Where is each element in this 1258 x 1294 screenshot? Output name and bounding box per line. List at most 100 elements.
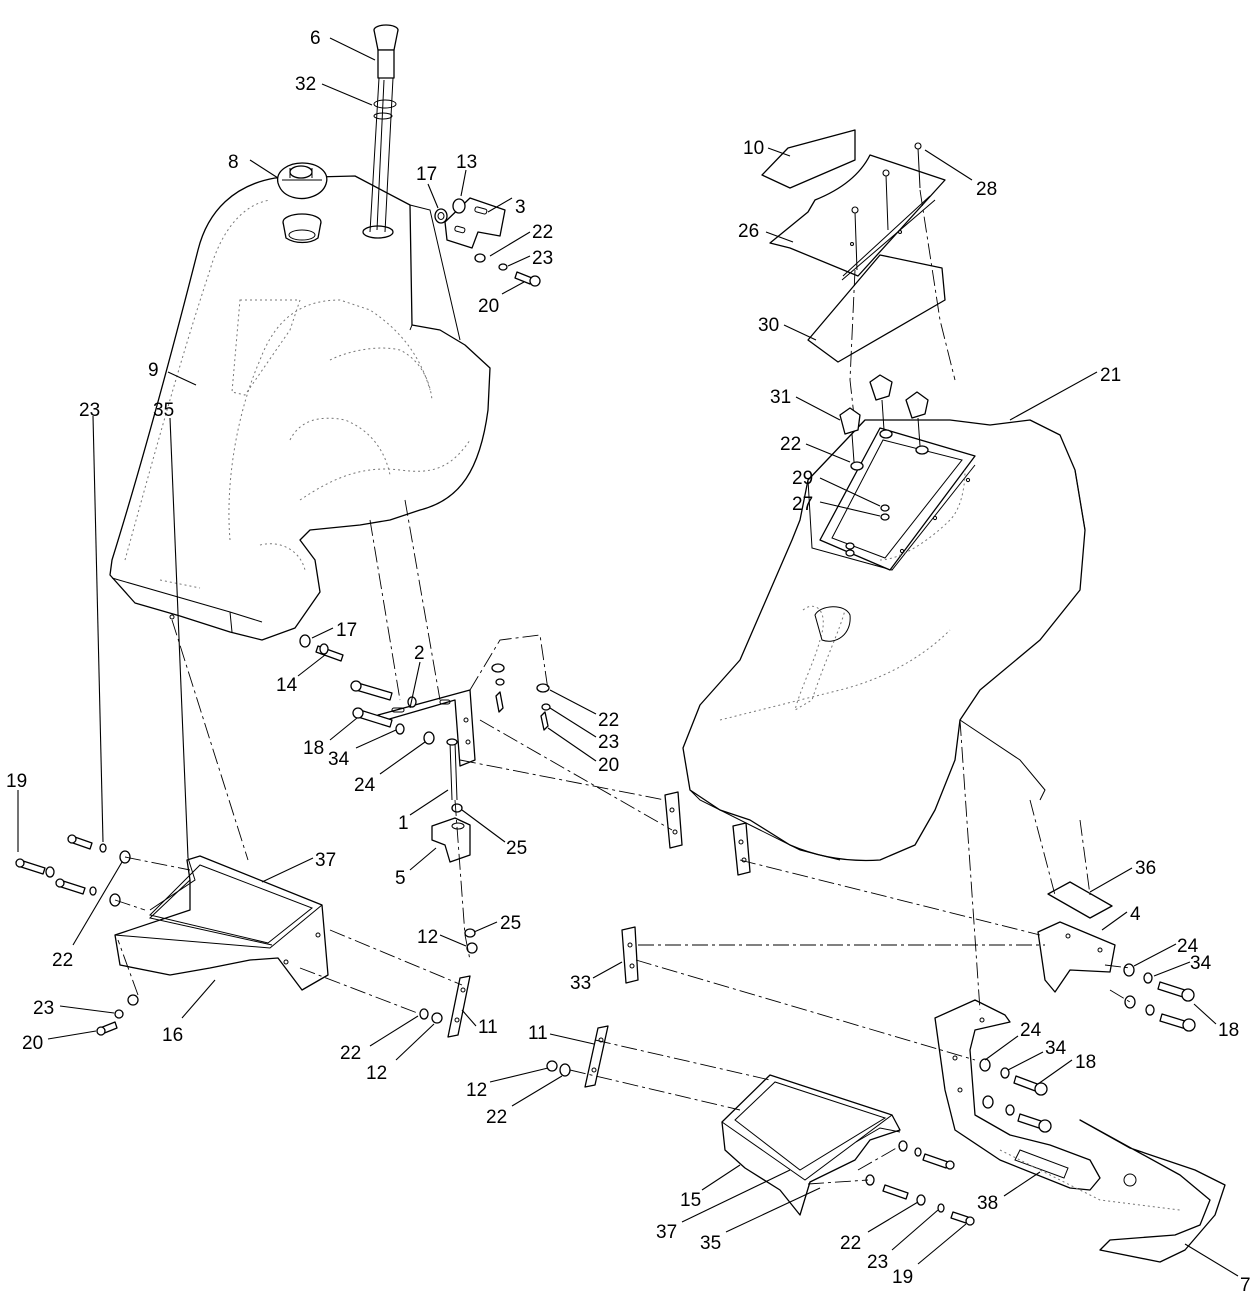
pivot-block: [431, 817, 471, 863]
leader-line-fuel-cap: [249, 159, 279, 179]
callout-washer-lower: 22: [486, 1107, 507, 1128]
callout-plate-right: 36: [1135, 858, 1156, 879]
leader-line-fuel-gauge-tube: [321, 83, 373, 106]
leader-line-washer-console: [805, 443, 851, 463]
callout-nut-lower: 12: [466, 1080, 487, 1101]
leader-line-bolt-pivot: [409, 789, 449, 816]
washer-left-lower: [127, 994, 139, 1006]
lockwasher-top: [498, 263, 508, 271]
leader-line-dipstick-cap: [329, 37, 376, 61]
leader-line-nut-pivot: [439, 934, 467, 947]
dipstick-cap: [373, 24, 399, 79]
filler-neck: [282, 213, 394, 244]
callout-lockwasher-right: 34: [1190, 953, 1212, 974]
washer-left-strip: [419, 1008, 429, 1020]
leader-line-fitting-lower: [297, 654, 326, 677]
callout-washer-pivot-lower: 25: [500, 913, 521, 934]
callout-pivot-block: 5: [395, 868, 406, 889]
leader-line-lockwasher-left-lower: [59, 1005, 115, 1014]
callout-shield-right: 35: [700, 1233, 721, 1254]
callout-seal-strip: 30: [758, 315, 779, 336]
leader-line-bolt-right: [1193, 1003, 1217, 1025]
panel-right: [734, 1081, 887, 1171]
leader-line-decal-plate: [767, 147, 791, 157]
callout-strip-lower-mid: 33: [570, 973, 591, 994]
callout-washer-side-panel: 24: [1020, 1020, 1042, 1041]
leader-line-washer-pivot: [461, 809, 506, 843]
callout-fitting-lower: 14: [276, 675, 298, 696]
bolt-center: [350, 680, 393, 728]
leader-line-lockwasher-side-panel: [1007, 1051, 1044, 1071]
callout-bracket-top: 3: [515, 197, 526, 218]
bolt-right: [1157, 981, 1196, 1032]
callout-washer-right: 24: [1177, 936, 1199, 957]
washer-lower: [559, 1063, 571, 1077]
leader-line-rear-panel: [1184, 1243, 1239, 1277]
decal-plate: [761, 129, 856, 189]
leader-line-nut-left-strip: [395, 1023, 435, 1061]
callout-washer-left-strip: 22: [340, 1043, 361, 1064]
washers-left: [45, 850, 131, 907]
washer-top: [474, 253, 486, 263]
leader-line-footrest-left: [181, 979, 216, 1019]
callout-shield-left: 35: [153, 400, 174, 421]
callout-grommet-top: 17: [416, 164, 437, 185]
leader-line-grommet-top: [427, 183, 439, 209]
bolt-side-panel: [1013, 1075, 1052, 1133]
leader-line-grommet-lower: [311, 627, 334, 639]
callout-footrest-right: 15: [680, 1190, 701, 1211]
callout-strip-left: 11: [478, 1017, 498, 1038]
leader-line-strip-left: [461, 1009, 477, 1027]
callout-lockwasher-left-lower: 23: [33, 998, 54, 1019]
footrest-left: [114, 855, 329, 991]
leader-line-hinged-cover: [765, 231, 794, 243]
leader-line-bracket-top: [487, 197, 513, 213]
leader-line-side-panel: [1003, 1171, 1041, 1197]
callout-bolts-left: 19: [6, 771, 27, 792]
bolts-left: [15, 834, 93, 895]
washer-pivot-lower: [464, 928, 476, 938]
callout-lockwasher-bottom: 23: [867, 1252, 888, 1273]
screw-top: [514, 271, 541, 287]
strip-lower-mid: [621, 926, 639, 984]
leader-line-washer-right: [1133, 943, 1177, 967]
fuel-cap: [277, 162, 328, 200]
callout-side-panel: 38: [977, 1193, 998, 1214]
leader-line-washer-top: [489, 231, 531, 257]
leader-line-screws-cover: [924, 149, 973, 181]
callout-fuel-tank: 9: [148, 360, 159, 381]
leader-line-fitting-top: [460, 169, 467, 197]
callout-screw-top: 20: [478, 296, 499, 317]
callout-console-housing: 21: [1100, 365, 1121, 386]
lockwasher-console: [880, 504, 890, 512]
rear-panel: [999, 1119, 1226, 1263]
lockwasher-side-panel: [1000, 1067, 1015, 1116]
grommet-lower: [299, 634, 311, 648]
fuel-tank: [109, 175, 491, 641]
callout-bracket-center: 2: [414, 643, 425, 664]
callout-screw-left-lower: 20: [22, 1033, 43, 1054]
callout-washers-left: 22: [52, 950, 73, 971]
leader-line-plate-right: [1089, 867, 1133, 893]
shield-left: [149, 857, 196, 911]
leader-line-fuel-tank: [167, 371, 197, 386]
leader-line-seal-strip: [783, 324, 817, 341]
callout-screw-right-center: 20: [598, 755, 619, 776]
callout-bolt-center: 18: [303, 738, 324, 759]
fitting-top: [452, 198, 466, 214]
leader-line-console-housing: [1009, 371, 1098, 421]
bolt-bottom: [882, 1184, 975, 1226]
callout-grommet-lower: 17: [336, 620, 357, 641]
leader-line-panel-right: [681, 1169, 791, 1223]
washer-right-center: [491, 663, 550, 693]
leader-line-bolt-bottom: [917, 1223, 967, 1265]
nut-left-strip: [431, 1012, 443, 1024]
plate-right: [1047, 881, 1113, 919]
callout-washer-bottom: 22: [840, 1233, 861, 1254]
leader-line-lockwasher-bottom: [891, 1209, 939, 1251]
hardware-bottom-upper: [898, 1140, 955, 1170]
nut-lower: [546, 1060, 558, 1072]
callout-washer-right-center: 22: [598, 710, 619, 731]
callout-hinged-cover: 26: [738, 221, 759, 242]
screws-cover: [851, 142, 922, 271]
